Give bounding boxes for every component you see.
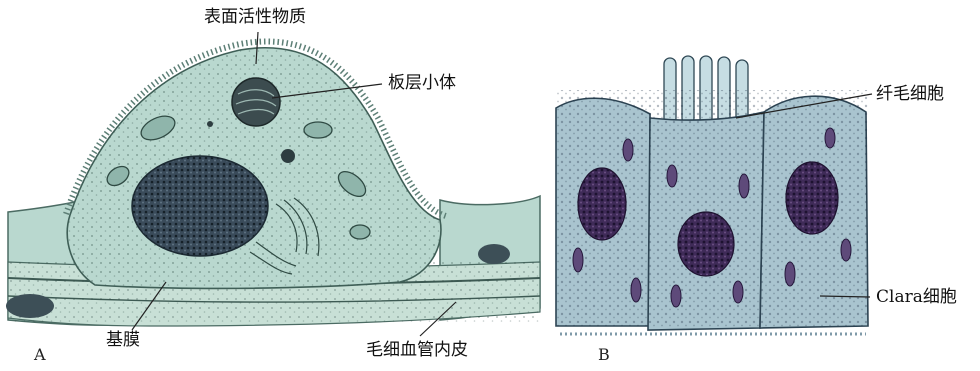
label-surfactant: 表面活性物质 xyxy=(204,9,306,26)
nucleus-b-ciliated xyxy=(678,212,734,276)
label-capillary-endothelium: 毛细血管内皮 xyxy=(366,342,468,359)
label-clara-cell: Clara细胞 xyxy=(876,289,957,306)
panel-a-drawing xyxy=(6,41,540,326)
label-basement-membrane: 基膜 xyxy=(106,332,140,349)
nucleus-b-clara xyxy=(786,162,838,234)
panel-b-letter: B xyxy=(598,347,610,363)
lamellar-body xyxy=(232,78,280,126)
panel-a-letter: A xyxy=(34,347,46,363)
panel-b-drawing xyxy=(556,56,868,334)
label-lamellar-body: 板层小体 xyxy=(388,75,456,92)
nucleus-a xyxy=(132,156,268,256)
nucleus-b-left xyxy=(578,168,626,240)
label-cilia-cell: 纤毛细胞 xyxy=(876,86,944,103)
